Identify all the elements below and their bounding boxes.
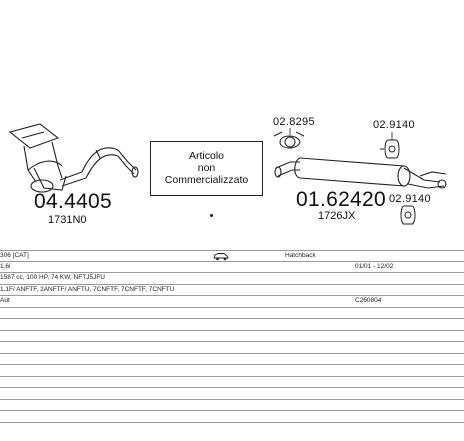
clamp-bottom-part-number[interactable]: 02.9140 bbox=[389, 193, 431, 205]
vehicle-spec-table: 306 [CAT] Hatchback 1.6i 01/01 - 12/02 1… bbox=[0, 250, 464, 423]
marker-dot bbox=[210, 214, 213, 217]
car-icon bbox=[213, 253, 229, 261]
table-row bbox=[0, 319, 464, 331]
table-row bbox=[0, 377, 464, 388]
table-row bbox=[0, 331, 464, 342]
spec-cell: 1587 cc, 100 HP, 74 KW, NFTJ5JFU bbox=[0, 274, 106, 281]
leader-lines bbox=[289, 128, 393, 140]
catalyst-ref-code: 1731N0 bbox=[48, 214, 87, 226]
spec-cell: Aut bbox=[0, 297, 10, 304]
table-row bbox=[0, 400, 464, 411]
silencer-part-number[interactable]: 01.62420 bbox=[296, 188, 386, 211]
silencer-drawing bbox=[274, 157, 447, 189]
catalyst-part-number[interactable]: 04.4405 bbox=[34, 190, 113, 213]
hanger-part-number[interactable]: 02.8295 bbox=[273, 116, 315, 128]
spec-cell: 1.1F/ ANFTF, 2ANFTF/ ANFTU, 7CNFTF, 7CNF… bbox=[0, 285, 175, 293]
clamp-top-drawing bbox=[380, 139, 400, 159]
table-row bbox=[0, 411, 464, 423]
table-row: 306 [CAT] Hatchback bbox=[0, 250, 464, 262]
table-row: Aut C260804 bbox=[0, 296, 464, 308]
hanger-drawing bbox=[273, 131, 305, 149]
spec-cell: 01/01 - 12/02 bbox=[355, 262, 394, 270]
exhaust-drawing bbox=[8, 123, 447, 225]
spec-cell: Hatchback bbox=[285, 252, 316, 259]
clamp-top-part-number[interactable]: 02.9140 bbox=[373, 119, 415, 131]
table-row: 1587 cc, 100 HP, 74 KW, NFTJ5JFU bbox=[0, 273, 464, 285]
notice-line-3: Commercializzato bbox=[164, 174, 249, 186]
not-commercialized-notice: Articolo non Commercializzato bbox=[150, 141, 263, 196]
silencer-ref-code: 1726JX bbox=[318, 210, 356, 222]
spec-cell: 306 [CAT] bbox=[0, 252, 29, 259]
table-row bbox=[0, 388, 464, 400]
spec-cell: 1.6i bbox=[0, 262, 11, 270]
table-row bbox=[0, 342, 464, 354]
spec-cell: C260804 bbox=[355, 297, 382, 304]
clamp-bottom-drawing bbox=[400, 205, 416, 225]
exhaust-diagram: 04.4405 1731N0 01.62420 1726JX 02.8295 0… bbox=[8, 116, 447, 226]
table-row bbox=[0, 365, 464, 377]
table-row: 1.1F/ ANFTF, 2ANFTF/ ANFTU, 7CNFTF, 7CNF… bbox=[0, 285, 464, 296]
notice-line-2: non bbox=[197, 162, 216, 174]
notice-line-1: Articolo bbox=[188, 150, 224, 162]
table-row: 1.6i 01/01 - 12/02 bbox=[0, 262, 464, 273]
catalyst-drawing bbox=[8, 123, 139, 193]
table-row bbox=[0, 308, 464, 319]
table-row bbox=[0, 354, 464, 365]
